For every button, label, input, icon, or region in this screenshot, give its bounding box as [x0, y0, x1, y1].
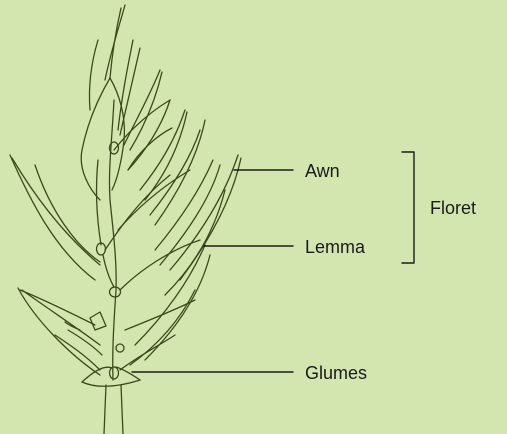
glumes-base	[55, 312, 175, 386]
lower-florets	[116, 240, 210, 365]
stem	[104, 385, 123, 434]
lemma-label: Lemma	[305, 238, 365, 256]
glumes-label: Glumes	[305, 364, 367, 382]
floret-bracket	[402, 152, 414, 263]
top-spikelet	[81, 5, 162, 200]
left-leaves	[10, 155, 102, 375]
middle-florets	[103, 155, 241, 297]
leader-lines	[132, 170, 293, 372]
floret-label: Floret	[430, 199, 476, 217]
awn-label: Awn	[305, 162, 340, 180]
